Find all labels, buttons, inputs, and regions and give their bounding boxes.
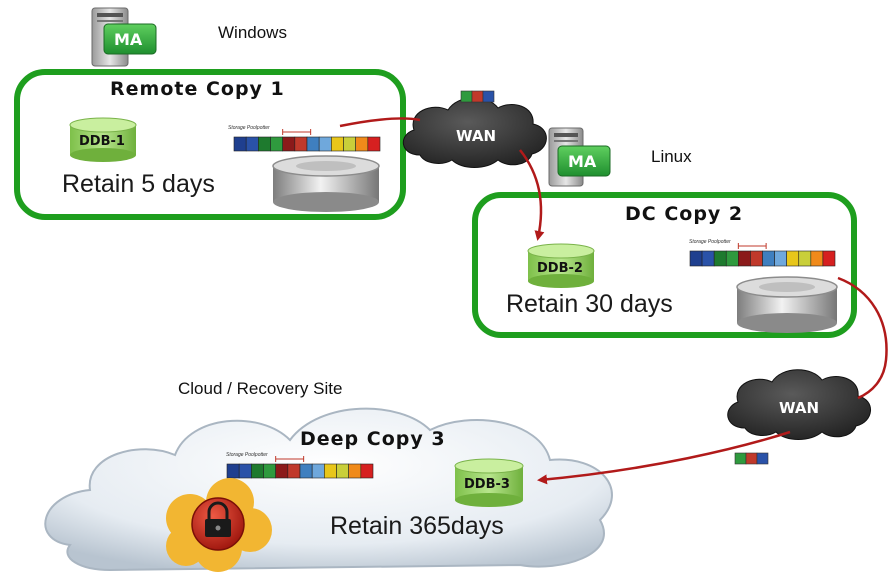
replication-arrow-3 <box>837 276 888 400</box>
replication-arrow-2 <box>519 149 545 241</box>
storage-block <box>318 136 332 152</box>
storage-block <box>713 250 727 267</box>
ma-badge <box>557 145 611 177</box>
lock-icon <box>166 478 272 572</box>
storage-block <box>343 136 356 152</box>
storage-pool-label: Storage Poolpotter <box>226 452 268 458</box>
storage-block <box>348 463 362 479</box>
storage-block <box>233 136 247 152</box>
ma-badge <box>103 23 157 55</box>
ddb-label: DDB-3 <box>464 477 510 492</box>
storage-block <box>810 250 824 267</box>
storage-block <box>311 463 325 479</box>
storage-block <box>738 250 751 267</box>
replication-arrow-1 <box>339 117 421 128</box>
ddb-2-cylinder <box>527 243 595 288</box>
storage-block <box>336 463 349 479</box>
cloud-site-label: Cloud / Recovery Site <box>178 379 343 398</box>
storage-block <box>355 136 369 152</box>
wan-label: WAN <box>779 399 820 417</box>
retention-label: Retain 30 days <box>506 290 673 318</box>
windows-media-agent <box>91 7 157 67</box>
retention-label: Retain 365days <box>330 512 504 540</box>
packet-block <box>745 452 758 465</box>
span-marker <box>737 243 767 249</box>
storage-block <box>238 463 252 479</box>
ddb-label: DDB-2 <box>537 261 583 276</box>
storage-block <box>689 250 703 267</box>
ddb-1-cylinder <box>69 117 137 162</box>
storage-block <box>263 463 276 479</box>
packet-block <box>471 90 484 103</box>
wan-cloud-top <box>403 97 547 168</box>
storage-block <box>360 463 374 479</box>
storage-block <box>245 136 259 152</box>
replication-arrow-4 <box>537 430 791 485</box>
storage-block <box>299 463 313 479</box>
data-packet-icon <box>734 452 769 465</box>
storage-block <box>294 136 308 152</box>
storage-block <box>331 136 344 152</box>
storage-pool-strip <box>689 243 836 267</box>
storage-block <box>306 136 320 152</box>
linux-media-agent <box>548 127 611 187</box>
ddb-3-cylinder <box>454 458 524 507</box>
storage-block <box>282 136 296 152</box>
storage-block <box>251 463 264 479</box>
retention-label: Retain 5 days <box>62 170 215 198</box>
copy-title: DC Copy 2 <box>625 203 744 225</box>
storage-block <box>275 463 289 479</box>
wan-cloud-bottom <box>727 369 871 440</box>
data-packet-icon <box>460 90 495 103</box>
storage-block <box>258 136 271 152</box>
storage-block <box>270 136 283 152</box>
storage-block <box>367 136 381 152</box>
os-label-windows: Windows <box>218 23 287 42</box>
storage-block <box>762 250 775 267</box>
span-marker <box>282 129 312 135</box>
ddb-label: DDB-1 <box>79 134 125 149</box>
storage-block <box>774 250 787 267</box>
wan-label: WAN <box>456 127 497 145</box>
storage-block <box>725 250 739 267</box>
os-label-linux: Linux <box>651 147 692 166</box>
disk-storage-icon <box>736 276 838 333</box>
copy-title: Deep Copy 3 <box>300 428 446 450</box>
copy-title: Remote Copy 1 <box>110 78 285 100</box>
storage-block <box>287 463 301 479</box>
storage-block <box>786 250 800 267</box>
storage-block <box>324 463 337 479</box>
storage-pool-strip <box>233 129 381 152</box>
packet-block <box>734 452 747 465</box>
packet-block <box>482 90 495 103</box>
packet-block <box>756 452 769 465</box>
packet-block <box>460 90 473 103</box>
storage-block <box>798 250 812 267</box>
ma-badge-label: MA <box>114 30 143 49</box>
span-marker <box>275 456 305 462</box>
storage-block <box>750 250 763 267</box>
disk-storage-icon <box>272 155 380 212</box>
storage-pool-label: Storage Poolpotter <box>689 239 731 245</box>
ma-badge-label: MA <box>568 152 597 171</box>
storage-block <box>701 250 715 267</box>
storage-block <box>226 463 240 479</box>
storage-pool-strip <box>226 456 374 479</box>
storage-block <box>822 250 836 267</box>
storage-pool-label: Storage Poolpotter <box>228 125 270 131</box>
